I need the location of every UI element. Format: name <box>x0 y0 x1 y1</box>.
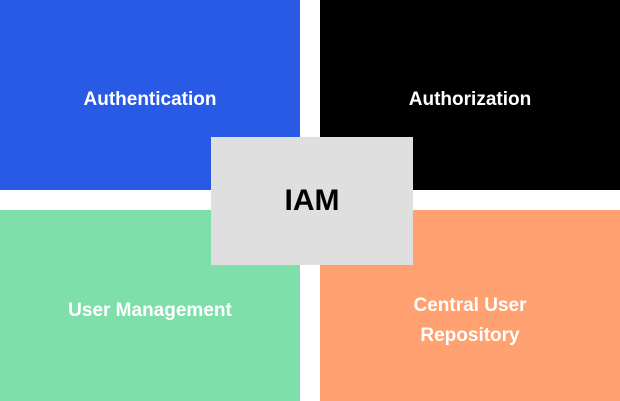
quadrant-label: User Management <box>68 299 232 321</box>
quadrant-label: Central User Repository <box>413 294 527 346</box>
center-label: IAM <box>284 184 340 217</box>
quadrant-central-user-repository: Central User Repository <box>320 210 620 401</box>
quadrant-authentication: Authentication <box>0 0 300 190</box>
quadrant-label: Authorization <box>408 89 532 110</box>
quadrant-label: Authentication <box>83 89 217 110</box>
center-iam-box: IAM <box>211 137 413 265</box>
